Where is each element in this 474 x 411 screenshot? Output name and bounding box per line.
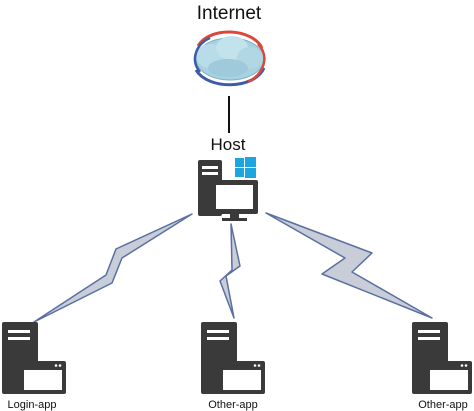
host-label: Host (211, 135, 246, 154)
node-label: Other-app (208, 399, 258, 411)
wireless-link-center (219, 223, 241, 319)
app-window-icon (426, 361, 472, 394)
app-window-icon (219, 361, 265, 394)
node-label: Login-app (8, 399, 57, 411)
server-node-other-app-right: Other-app (412, 322, 472, 411)
server-node-other-app-center: Other-app (201, 322, 265, 411)
windows-logo-icon (235, 157, 256, 178)
server-node-login-app: Login-app (2, 322, 66, 411)
node-label: Other-app (418, 399, 468, 411)
app-window-icon (20, 361, 66, 394)
internet-cloud-icon (193, 30, 266, 87)
host-computer-icon (198, 160, 258, 221)
wireless-link-left (33, 213, 193, 323)
wireless-link-right (265, 212, 433, 319)
internet-label: Internet (197, 3, 262, 24)
